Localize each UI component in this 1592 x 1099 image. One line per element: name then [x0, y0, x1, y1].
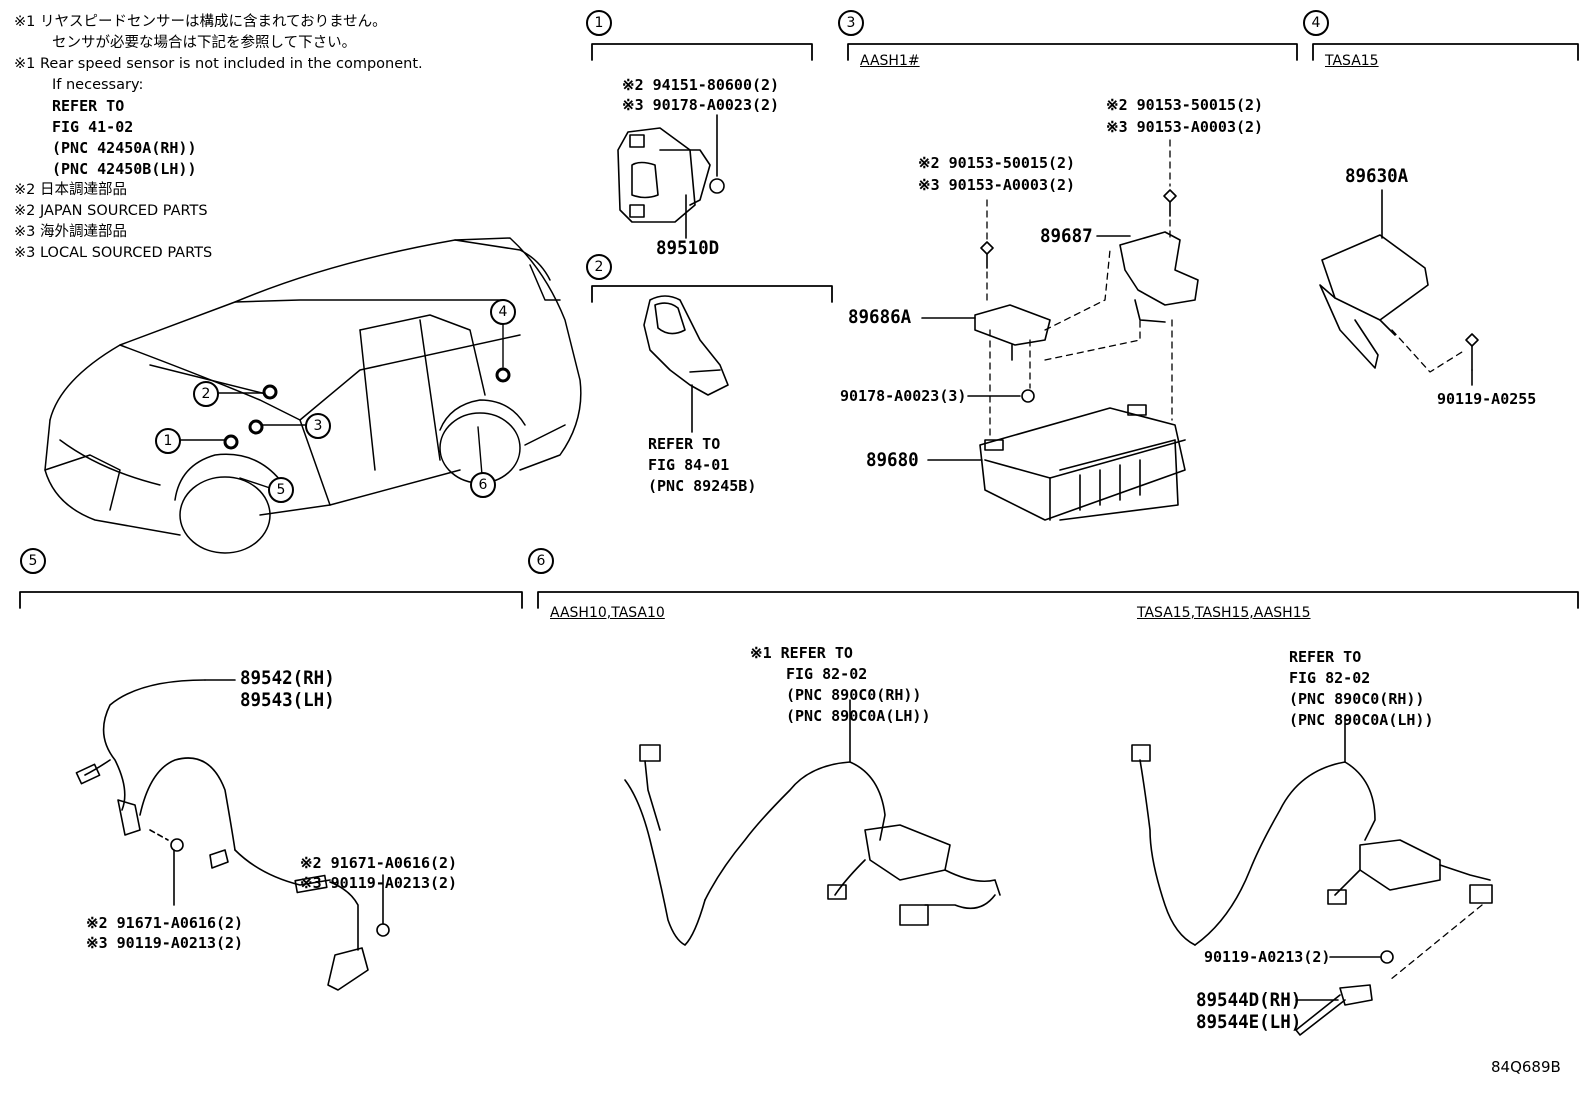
s3-mid-screw-local: ※3 90153-A0003(2) [918, 176, 1076, 194]
part-89544E-label: 89544E(LH) [1196, 1011, 1302, 1033]
s5-left-bolt-local: ※3 90119-A0213(2) [86, 934, 244, 952]
s6-model-left: AASH10,TASA10 [550, 605, 665, 621]
part-89687-label: 89687 [1040, 225, 1093, 247]
s1-bolt-local: ※3 90178-A0023(2) [622, 96, 780, 114]
part-89510D-drawing [617, 114, 725, 239]
s1-bolt-japan: ※2 94151-80600(2) [622, 76, 780, 94]
s6-left-refer: ※1 REFER TO [750, 644, 853, 662]
s6-right-pnc-lh: (PNC 890C0A(LH)) [1289, 711, 1434, 729]
s6-left-fig: FIG 82-02 [786, 665, 868, 683]
section-brackets [19, 43, 1579, 609]
notes-block: ※1 リヤスピードセンサーは構成に含まれておりません。 センサが必要な場合は下記… [14, 12, 423, 264]
part-89544D-label: 89544D(RH) [1196, 989, 1302, 1011]
part-89686A-label: 89686A [848, 306, 912, 328]
note-3-jp: ※3 海外調達部品 [14, 224, 127, 240]
s6-right-refer: REFER TO [1289, 648, 1362, 666]
vehicle-illustration [44, 237, 582, 554]
note-2-en: ※2 JAPAN SOURCED PARTS [14, 203, 208, 219]
vehicle-callout-1: 1 [155, 428, 181, 454]
s5-right-bolt-japan: ※2 91671-A0616(2) [300, 854, 458, 872]
vehicle-callout-4: 4 [490, 299, 516, 325]
refer-part-fig-84-01-drawing [643, 295, 729, 433]
refer-part-fig-82-02-right-drawing [1131, 717, 1493, 1036]
section-callout-2: 2 [586, 254, 612, 280]
s2-refer-to: REFER TO [648, 435, 721, 453]
s2-pnc: (PNC 89245B) [648, 477, 757, 495]
vehicle-callout-5: 5 [268, 477, 294, 503]
ecu-assembly-drawing [921, 139, 1199, 521]
section-callout-1: 1 [586, 10, 612, 36]
part-89543-label: 89543(LH) [240, 689, 335, 711]
note-1-pnc-rh: (PNC 42450A(RH)) [52, 139, 197, 157]
note-1-refer: REFER TO [52, 97, 125, 115]
s3-mid-screw-japan: ※2 90153-50015(2) [918, 154, 1076, 172]
s2-fig: FIG 84-01 [648, 456, 730, 474]
s6-right-pnc-rh: (PNC 890C0(RH)) [1289, 690, 1425, 708]
refer-part-fig-82-02-left-drawing [624, 699, 1001, 946]
figure-code: 84Q689B [1491, 1058, 1561, 1076]
part-89630A-label: 89630A [1345, 165, 1409, 187]
vehicle-callout-3: 3 [305, 413, 331, 439]
s6-bolt-label: 90119-A0213(2) [1204, 948, 1331, 966]
section-callout-3: 3 [838, 10, 864, 36]
s4-bolt-label: 90119-A0255 [1437, 390, 1537, 408]
s3-top-screw-japan: ※2 90153-50015(2) [1106, 96, 1264, 114]
vehicle-callout-leaders [177, 322, 504, 489]
note-1-fig: FIG 41-02 [52, 118, 134, 136]
note-2-jp: ※2 日本調達部品 [14, 182, 127, 198]
s3-model-label: AASH1# [860, 53, 920, 69]
s6-left-pnc-lh: (PNC 890C0A(LH)) [786, 707, 931, 725]
note-1-en-a: ※1 Rear speed sensor is not included in … [14, 56, 423, 72]
part-89510D-label: 89510D [656, 237, 720, 259]
s4-model-label: TASA15 [1325, 53, 1379, 69]
s5-right-bolt-local: ※3 90119-A0213(2) [300, 874, 458, 892]
section-callout-6: 6 [528, 548, 554, 574]
s5-left-bolt-japan: ※2 91671-A0616(2) [86, 914, 244, 932]
vehicle-sensor-markers [223, 367, 511, 450]
note-1-jp-b: センサが必要な場合は下記を参照して下さい。 [52, 35, 357, 51]
part-89630A-drawing [1319, 189, 1479, 386]
note-3-en: ※3 LOCAL SOURCED PARTS [14, 245, 213, 261]
s6-model-right: TASA15,TASH15,AASH15 [1137, 605, 1311, 621]
s3-nut-label: 90178-A0023(3) [840, 387, 967, 405]
part-89542-label: 89542(RH) [240, 667, 335, 689]
section-callout-5: 5 [20, 548, 46, 574]
section-callout-4: 4 [1303, 10, 1329, 36]
s6-left-pnc-rh: (PNC 890C0(RH)) [786, 686, 922, 704]
vehicle-callout-2: 2 [193, 381, 219, 407]
s6-right-fig: FIG 82-02 [1289, 669, 1371, 687]
s3-top-screw-local: ※3 90153-A0003(2) [1106, 118, 1264, 136]
note-1-jp-a: ※1 リヤスピードセンサーは構成に含まれておりません。 [14, 14, 387, 30]
part-89680-label: 89680 [866, 449, 919, 471]
note-1-en-b: If necessary: [52, 77, 144, 93]
note-1-pnc-lh: (PNC 42450B(LH)) [52, 160, 197, 178]
vehicle-callout-6: 6 [470, 472, 496, 498]
part-89542-89543-drawing [75, 679, 390, 991]
